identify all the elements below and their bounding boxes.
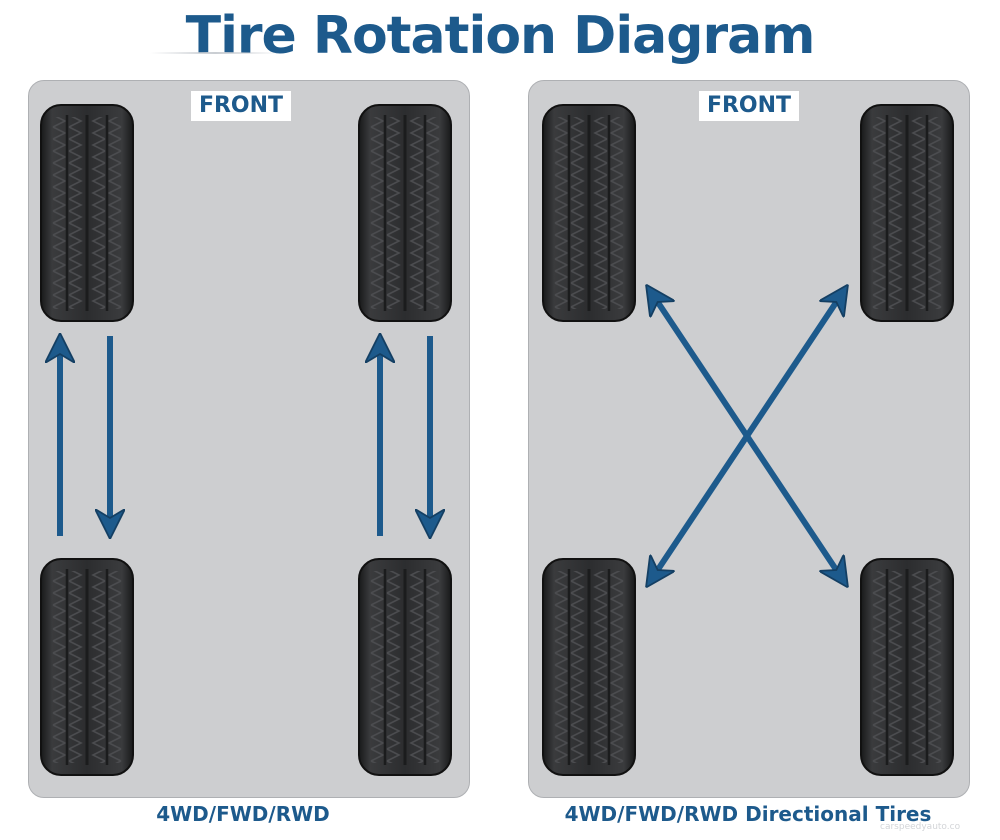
page-title: Tire Rotation Diagram bbox=[185, 6, 816, 66]
caption-directional: 4WD/FWD/RWD Directional Tires bbox=[564, 802, 932, 826]
arrow-cross-diagonal-2 bbox=[651, 292, 843, 580]
title-decoration bbox=[150, 52, 280, 54]
panel-standard-rotation: FRONT bbox=[28, 80, 470, 798]
front-label: FRONT bbox=[191, 91, 291, 121]
front-label: FRONT bbox=[699, 91, 799, 121]
caption-standard: 4WD/FWD/RWD bbox=[156, 802, 330, 826]
watermark: carspeedyauto.co bbox=[880, 822, 961, 832]
